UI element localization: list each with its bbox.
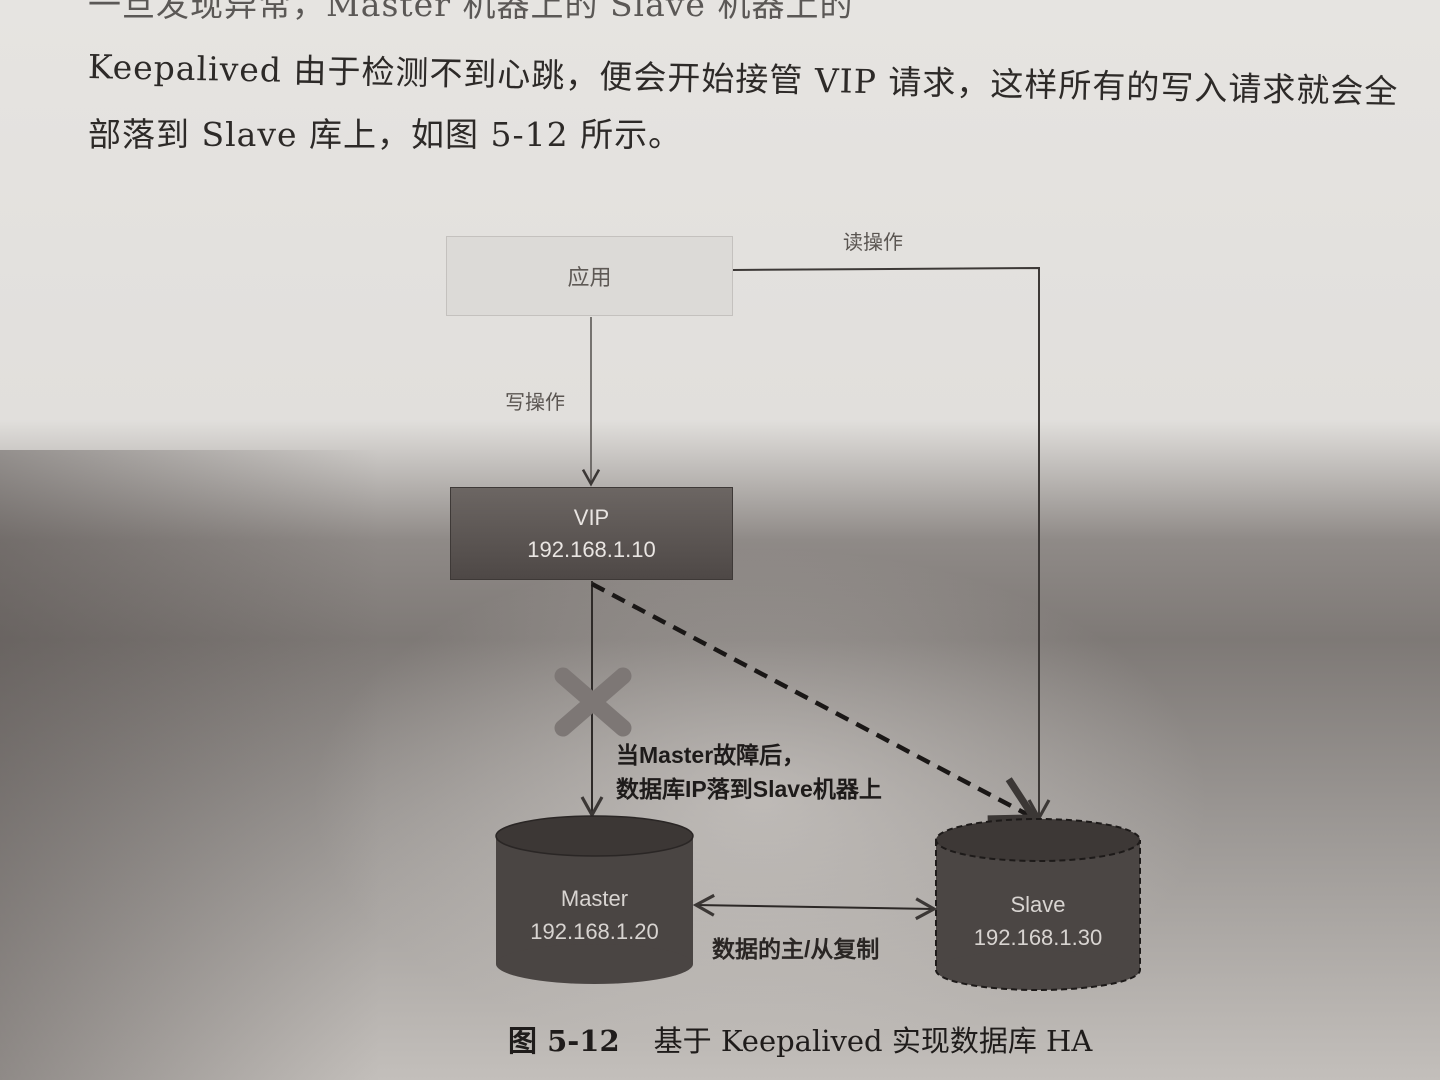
vip-ip: 192.168.1.10 — [527, 536, 656, 562]
failover-dashed-arrow — [590, 582, 1041, 823]
body-text-line-2: 部落到 Slave 库上，如图 5-12 所示。 — [88, 115, 683, 154]
body-text-line-0: 一旦发现异常，Master 机器上的 Slave 机器上的 — [88, 0, 854, 24]
slave-database-icon — [935, 818, 1141, 991]
failover-note-line-2: 数据库IP落到Slave机器上 — [616, 776, 882, 802]
master-name: Master — [560, 886, 629, 911]
vip-box: VIP 192.168.1.10 — [450, 487, 733, 580]
failover-note: 当Master故障后， 数据库IP落到Slave机器上 — [616, 738, 882, 806]
vip-name: VIP — [573, 504, 610, 530]
slave-label: Slave 192.168.1.30 — [936, 888, 1140, 954]
figure-number: 图 5-12 — [508, 1024, 620, 1058]
app-label: 应用 — [567, 266, 612, 291]
page-shadow — [0, 450, 380, 1080]
figure-title: 基于 Keepalived 实现数据库 HA — [653, 1024, 1093, 1058]
replication-arrow — [692, 893, 938, 921]
master-ip: 192.168.1.20 — [530, 919, 659, 944]
write-operation-label: 写操作 — [505, 390, 565, 414]
replication-label: 数据的主/从复制 — [712, 936, 880, 962]
read-operation-label: 读操作 — [843, 230, 903, 254]
read-arrow — [732, 266, 1051, 822]
slave-ip: 192.168.1.30 — [973, 925, 1103, 950]
master-label: Master 192.168.1.20 — [496, 882, 693, 948]
app-box: 应用 — [446, 236, 733, 316]
failure-cross-icon — [554, 667, 632, 737]
master-database-icon — [495, 815, 694, 984]
failover-note-line-1: 当Master故障后， — [616, 742, 806, 768]
slave-name: Slave — [1010, 892, 1066, 917]
figure-caption: 图 5-12 基于 Keepalived 实现数据库 HA — [508, 1018, 1092, 1060]
